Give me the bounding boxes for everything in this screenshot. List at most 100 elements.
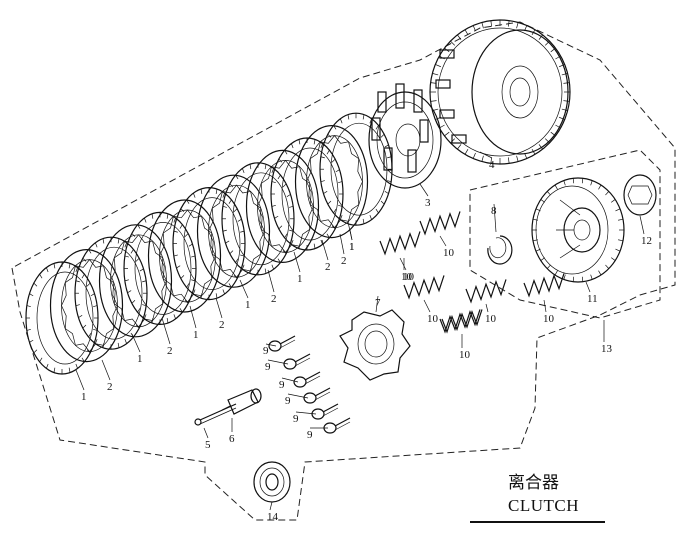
bolt — [303, 387, 331, 404]
callout-plate-1a: 1 — [81, 391, 87, 403]
bearing — [253, 461, 291, 503]
leader-circlip — [493, 203, 497, 233]
callout-outer-housing: 4 — [489, 159, 495, 171]
leader-lifter-rod — [203, 427, 209, 439]
bolt — [293, 371, 321, 388]
callout-plate-1c: 1 — [193, 329, 199, 341]
spring — [419, 211, 461, 236]
title-chinese: 离合器 — [508, 473, 559, 493]
leader-plate-1e — [293, 251, 301, 273]
lifter-piece — [221, 388, 262, 415]
callout-plate-1g: 1 — [349, 241, 355, 253]
callout-hub-assembly: 13 — [601, 343, 613, 355]
steel-plate — [294, 125, 369, 239]
leader-spring-e — [543, 299, 547, 313]
callout-washer: 12 — [641, 235, 652, 247]
callout-plate-2f: 2 — [341, 255, 347, 267]
clutch-springs — [379, 211, 565, 334]
bolts — [268, 335, 351, 434]
callout-lifter-piece: 6 — [229, 433, 235, 445]
leader-outer-housing — [479, 151, 493, 159]
title-english: CLUTCH — [508, 496, 579, 515]
callout-circlip: 8 — [491, 205, 497, 217]
lifter-plate — [339, 309, 411, 381]
callout-plate-1f: 1 — [349, 241, 355, 253]
spring — [379, 231, 421, 256]
callout-bolt-e: 9 — [293, 413, 299, 425]
callout-plate-1e: 1 — [297, 273, 303, 285]
inner-hub — [531, 177, 625, 283]
callout-plate-2a: 2 — [107, 381, 113, 393]
leader-bolt-a — [265, 343, 277, 347]
leader-plate-2d — [267, 269, 275, 293]
callout-lifter-rod: 5 — [205, 439, 211, 451]
outer-housing — [429, 19, 571, 165]
leader-bolt-d — [287, 393, 309, 399]
leader-plate-1d — [239, 279, 249, 299]
clutch-plate-stack — [25, 112, 393, 375]
callout-inner-hub: 11 — [587, 293, 598, 305]
callout-leaders — [75, 151, 645, 511]
spring — [465, 279, 507, 304]
callout-bearing: 14 — [267, 511, 279, 523]
callout-plate-1b: 1 — [137, 353, 143, 365]
callout-bolt-a: 9 — [263, 345, 269, 357]
friction-plate — [319, 112, 393, 226]
leader-spring-d — [485, 303, 489, 313]
callout-plate-2d: 2 — [271, 293, 277, 305]
callout-bolt-b: 9 — [265, 361, 271, 373]
spring — [439, 309, 481, 334]
leader-inner-hub — [585, 281, 591, 293]
bolt — [311, 403, 339, 420]
callout-bolt-d: 9 — [285, 395, 291, 407]
friction-plate — [123, 211, 197, 325]
leader-plate-2b — [161, 317, 171, 345]
leader-plate-1a — [75, 369, 85, 391]
callout-bolt-c: 9 — [279, 379, 285, 391]
leader-lifter-plate — [375, 295, 379, 313]
leader-bolt-c — [281, 377, 299, 383]
callout-plate-1d: 1 — [245, 299, 251, 311]
washer — [623, 174, 657, 216]
callout-bolt-f: 9 — [307, 429, 313, 441]
assembly-boundary — [11, 21, 676, 521]
leader-spring-c — [423, 299, 431, 313]
circlip — [487, 235, 513, 265]
callout-spring-e: 10 — [543, 313, 555, 325]
spring — [523, 273, 565, 298]
leader-bearing — [269, 501, 273, 511]
leader-plate-2a — [101, 359, 111, 381]
callout-spring-a: 10 — [403, 271, 415, 283]
callout-pressure-plate: 3 — [425, 197, 431, 209]
leader-plate-1c — [189, 305, 197, 329]
leader-plate-2c — [215, 297, 223, 319]
spring — [403, 275, 445, 300]
leader-spring-a — [399, 257, 407, 271]
leader-pressure-plate — [419, 183, 429, 197]
bolt — [323, 417, 351, 434]
leader-spring-b — [439, 235, 447, 247]
lifter-rod — [194, 403, 237, 426]
callout-spring-g: 10 — [401, 271, 413, 283]
callout-spring-c: 10 — [427, 313, 439, 325]
callout-plate-2b: 2 — [167, 345, 173, 357]
friction-plate — [74, 236, 148, 350]
leader-plate-2f — [339, 233, 345, 255]
leader-plate-1g — [349, 229, 353, 241]
title-block: 离合器 CLUTCH — [470, 473, 605, 523]
callout-spring-b: 10 — [443, 247, 455, 259]
friction-plate — [172, 187, 246, 301]
callout-plate-2e: 2 — [325, 261, 331, 273]
leader-bolt-b — [267, 359, 289, 365]
bolt — [283, 353, 311, 370]
hub-assembly-boundary — [469, 149, 661, 319]
pressure-plate — [368, 83, 442, 189]
leader-plate-1b — [131, 333, 141, 353]
callout-spring-d: 10 — [485, 313, 497, 325]
bolt — [268, 335, 296, 352]
leader-bolt-e — [295, 411, 317, 415]
callout-lifter-plate: 7 — [375, 297, 381, 309]
